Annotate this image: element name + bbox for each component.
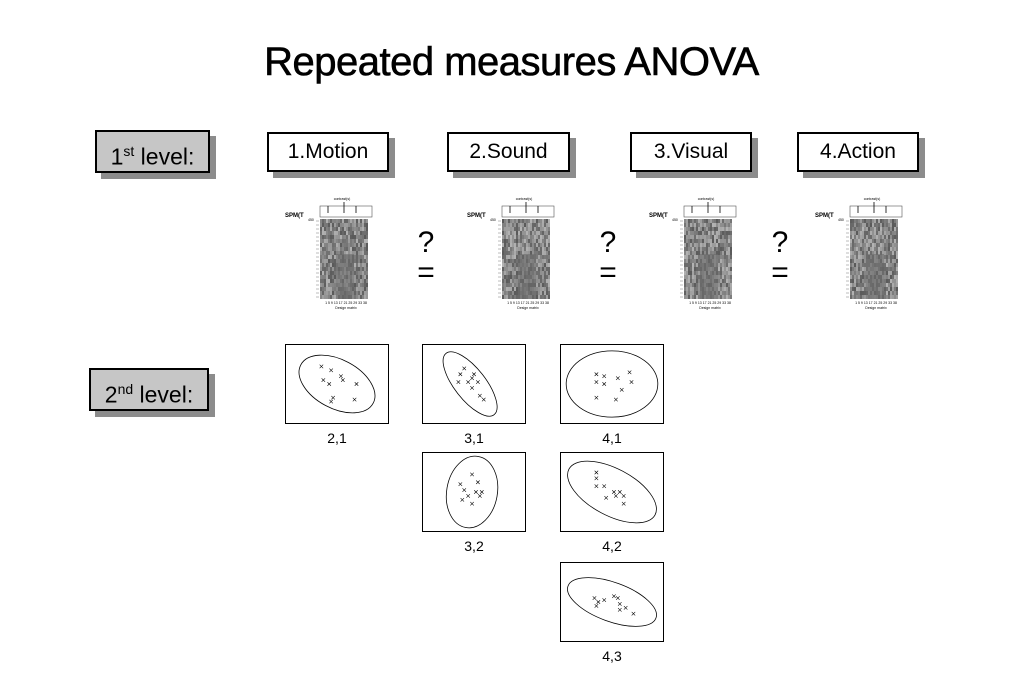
scatter-4-2	[560, 452, 664, 532]
svg-text:450: 450	[490, 218, 496, 222]
condition-motion: 1.Motion	[267, 132, 389, 172]
design-matrix-4: contrast(s) SPM(T 450 1 5 9 13 17 21 25 29 …	[815, 197, 903, 310]
scatter-4-3	[560, 562, 664, 642]
svg-text:contrast(s): contrast(s)	[698, 197, 715, 201]
svg-text:SPM(T: SPM(T	[815, 213, 834, 219]
svg-text:1 5 9 13 17 21 25 29 33 38: 1 5 9 13 17 21 25 29 33 38	[855, 301, 897, 305]
svg-text:contrast(s): contrast(s)	[864, 197, 881, 201]
svg-text:Design matrix: Design matrix	[699, 306, 721, 310]
scatter-label-4-2: 4,2	[602, 538, 622, 554]
svg-text:1 5 9 13 17 21 25 29 33 38: 1 5 9 13 17 21 25 29 33 38	[689, 301, 731, 305]
svg-text:Design matrix: Design matrix	[865, 306, 887, 310]
design-matrix-3: contrast(s) SPM(T 450 1 5 9 13 17 21 25 29 …	[649, 197, 737, 310]
scatter-3-1	[422, 344, 526, 424]
first-level-label: 1st level:	[95, 130, 210, 173]
svg-text:1 5 9 13 17 21 25 29 33 38: 1 5 9 13 17 21 25 29 33 38	[507, 301, 549, 305]
scatter-label-3-1: 3,1	[464, 430, 484, 446]
scatter-label-4-1: 4,1	[602, 430, 622, 446]
svg-text:contrast(s): contrast(s)	[516, 197, 533, 201]
svg-text:450: 450	[838, 218, 844, 222]
svg-text:SPM(T: SPM(T	[285, 213, 304, 219]
scatter-3-2	[422, 452, 526, 532]
svg-text:1 5 9 13 17 21 25 29 33 38: 1 5 9 13 17 21 25 29 33 38	[325, 301, 367, 305]
second-level-label: 2nd level:	[89, 368, 209, 411]
scatter-label-4-3: 4,3	[602, 648, 622, 664]
design-matrix-2: contrast(s) SPM(T 450 1 5 9 13 17 21 25 29 …	[467, 197, 555, 310]
relation-3-4: ?=	[771, 226, 789, 289]
svg-text:SPM(T: SPM(T	[467, 213, 486, 219]
svg-text:Design matrix: Design matrix	[517, 306, 539, 310]
relation-2-3: ?=	[599, 226, 617, 289]
svg-text:contrast(s): contrast(s)	[334, 197, 351, 201]
scatter-label-2-1: 2,1	[327, 430, 347, 446]
svg-text:SPM(T: SPM(T	[649, 213, 668, 219]
page-title: Repeated measures ANOVA	[264, 40, 760, 85]
condition-sound: 2.Sound	[447, 132, 570, 172]
design-matrix-1: contrast(s) SPM(T 450 1 5 9 13 17 21 25 29 …	[285, 197, 373, 310]
svg-text:Design matrix: Design matrix	[335, 306, 357, 310]
svg-text:450: 450	[308, 218, 314, 222]
svg-text:450: 450	[672, 218, 678, 222]
scatter-2-1	[285, 344, 389, 424]
scatter-4-1	[560, 344, 664, 424]
relation-1-2: ?=	[417, 226, 435, 289]
scatter-label-3-2: 3,2	[464, 538, 484, 554]
condition-visual: 3.Visual	[630, 132, 752, 172]
condition-action: 4.Action	[797, 132, 919, 172]
